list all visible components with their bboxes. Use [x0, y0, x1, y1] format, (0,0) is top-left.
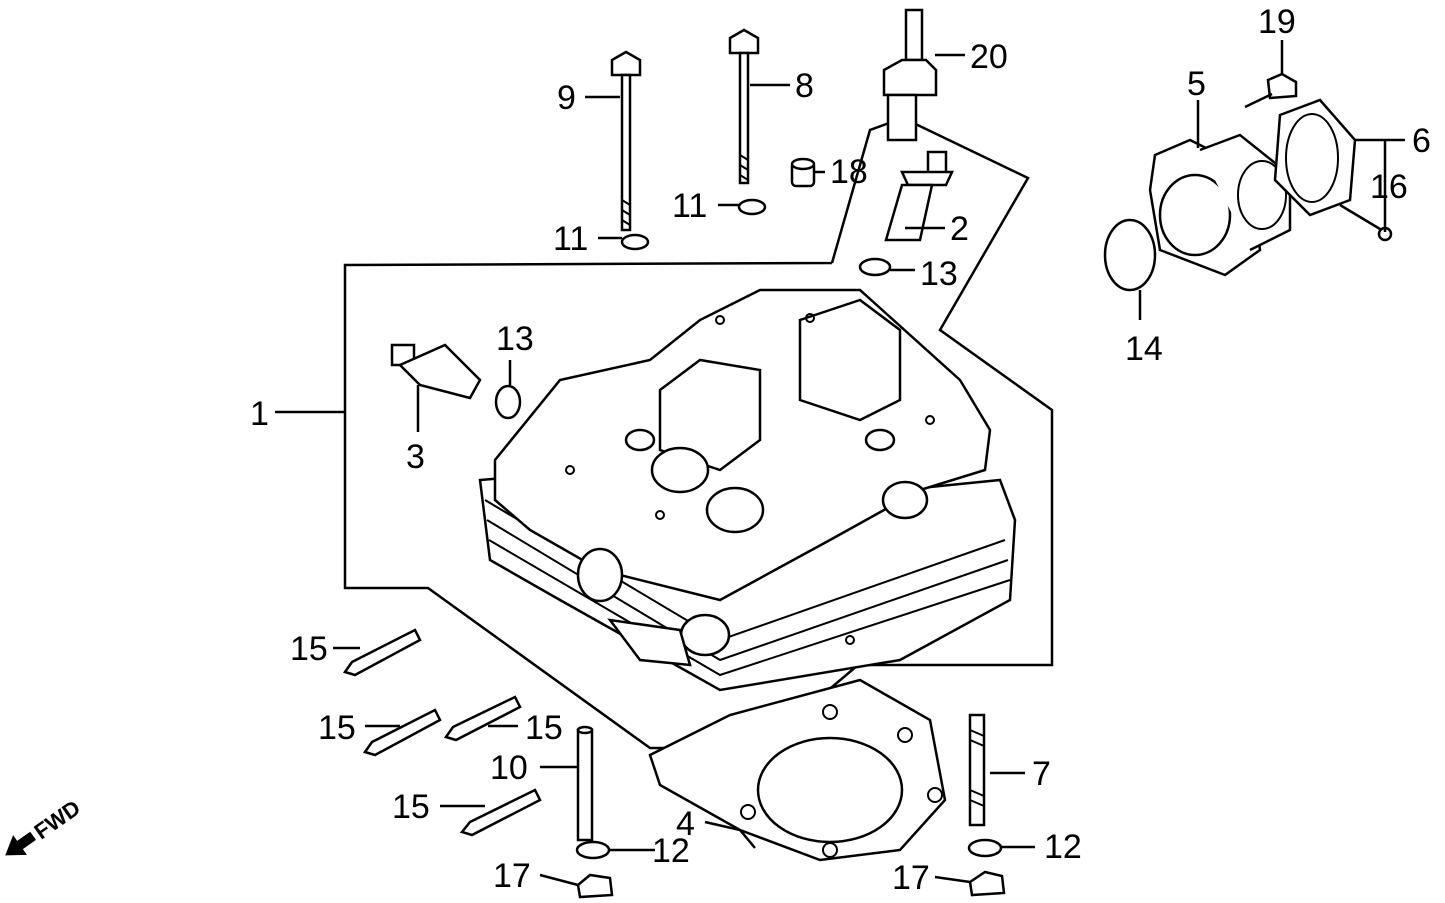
label-15a: 15: [290, 630, 328, 668]
cap-nut-17b: [968, 870, 1006, 897]
cap-nut-17a: [576, 873, 614, 899]
label-12b: 12: [1044, 828, 1082, 866]
label-11b: 11: [672, 187, 707, 225]
washer-11a: [620, 233, 650, 251]
label-3: 3: [406, 438, 425, 476]
stud-15d: [459, 788, 542, 837]
fitting-2: [884, 150, 954, 242]
o-ring-13a: [858, 257, 892, 277]
label-8: 8: [795, 67, 814, 105]
fwd-label: FWD: [30, 795, 85, 844]
o-ring-14: [1103, 218, 1157, 292]
label-6: 6: [1412, 122, 1431, 160]
label-20: 20: [970, 38, 1008, 76]
label-11a: 11: [553, 220, 588, 258]
cylinder-head: [478, 288, 1017, 692]
intake-manifold-5: [1148, 133, 1292, 277]
label-16: 16: [1370, 168, 1408, 206]
bolt-9: [610, 50, 642, 232]
bolt-19: [1244, 72, 1298, 109]
arrow-icon: [5, 831, 36, 856]
stud-15a: [342, 628, 422, 677]
screw-16: [1339, 203, 1393, 242]
label-19: 19: [1258, 3, 1296, 41]
label-15c: 15: [525, 709, 563, 747]
fwd-marker: FWD: [5, 795, 85, 856]
leader-lines: [275, 40, 1405, 887]
label-7: 7: [1032, 755, 1051, 793]
stud-15b: [362, 708, 442, 757]
dowel-18: [790, 157, 816, 188]
label-14: 14: [1125, 330, 1163, 368]
label-17a: 17: [493, 857, 531, 895]
label-1: 1: [250, 395, 269, 433]
fitting-3: [390, 343, 482, 400]
label-13a: 13: [920, 255, 958, 293]
head-gasket: [648, 678, 947, 862]
label-15b: 15: [318, 709, 356, 747]
clamp-6: [1273, 98, 1357, 217]
stud-10: [576, 725, 594, 842]
spark-plug-20: [882, 8, 938, 142]
washer-11b: [737, 198, 767, 216]
washer-12a: [575, 840, 611, 860]
label-12a: 12: [652, 832, 690, 870]
assembly-boundary: [343, 116, 1054, 750]
o-ring-13b: [494, 384, 522, 420]
label-15d: 15: [392, 788, 430, 826]
label-5: 5: [1187, 65, 1206, 103]
label-18: 18: [830, 153, 868, 191]
label-17b: 17: [892, 859, 930, 897]
washer-12b: [967, 838, 1003, 858]
label-13b: 13: [496, 320, 534, 358]
label-9: 9: [557, 79, 576, 117]
label-10: 10: [490, 749, 528, 787]
stud-15c: [443, 695, 522, 742]
label-2: 2: [950, 210, 969, 248]
bolt-8: [728, 28, 760, 185]
label-4: 4: [676, 805, 695, 843]
stud-7: [968, 713, 986, 827]
